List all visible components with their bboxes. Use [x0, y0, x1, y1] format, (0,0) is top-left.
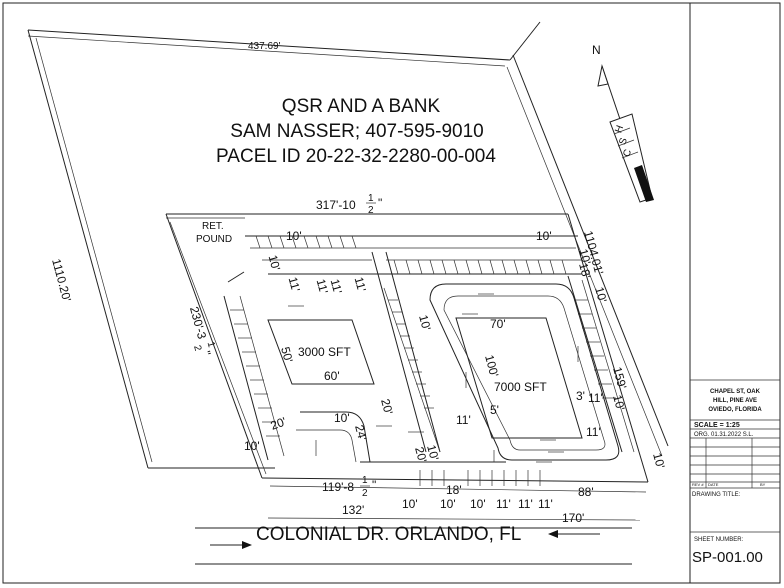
dim-10-right-b: 10' [592, 285, 610, 304]
dim-10-right-c: 10' [610, 393, 628, 412]
dim-10-drive: 10' [334, 411, 350, 425]
dim-bottom-88: 88' [578, 485, 594, 499]
dim-top-site-prefix: 317'-10 [316, 198, 356, 212]
scale-letter-c: C [621, 148, 634, 159]
ret-pond-label-1: RET. [202, 221, 224, 232]
dim-50: 50' [278, 345, 296, 364]
frac-quote: " [199, 349, 214, 357]
site-outline [165, 213, 649, 521]
dim-11-bottom-b: 11' [518, 497, 533, 511]
dim-20-left: 20' [269, 414, 288, 433]
frac-den: 2 [191, 344, 203, 353]
building-qsr-label: 3000 SFT [298, 345, 351, 359]
dim-100: 100' [482, 353, 501, 378]
frac-quote: " [372, 478, 376, 492]
area-labels: RET. POUND 3000 SFT 7000 SFT [196, 221, 547, 394]
dim-10-right-d: 10' [650, 451, 668, 470]
dim-10-bottom-c: 10' [470, 497, 486, 511]
road-name: COLONIAL DR. ORLANDO, FL [256, 524, 521, 545]
title-block: CHAPEL ST, OAK HILL, PINE AVE OVIEDO, FL… [689, 3, 780, 583]
frac-den: 2 [368, 205, 374, 216]
dim-11-bottom-a: 11' [496, 497, 511, 511]
rev-header-date: DATE [708, 482, 719, 487]
scale-letter-s: S [617, 136, 630, 146]
scale-letter-h: H [613, 124, 626, 135]
parcel-id: PACEL ID 20-22-32-2280-00-004 [216, 146, 496, 167]
dim-10-left-b: 10' [244, 439, 260, 453]
scale-label: SCALE = 1:25 [694, 422, 740, 429]
building-qsr [267, 319, 375, 385]
origin-date: ORG. 01.31.2022 S.L. [694, 432, 754, 438]
property-boundary [27, 21, 669, 469]
rev-header-rev: REV # [692, 482, 704, 487]
project-header: QSR AND A BANK SAM NASSER; 407-595-9010 … [216, 96, 496, 167]
rev-header-by: BY [760, 482, 766, 487]
dim-left-property: 1110.20' [49, 257, 74, 303]
building-bank [455, 317, 583, 439]
dim-10-median: 10' [416, 313, 434, 332]
dim-11-bank: 11' [456, 413, 471, 427]
project-title: QSR AND A BANK [282, 96, 441, 117]
dim-20-drive: 20' [378, 397, 396, 416]
frac-num: 1 [205, 340, 217, 349]
location-line-1: CHAPEL ST, OAK [710, 389, 761, 395]
dim-11-mid-c: 11' [352, 275, 369, 293]
parking-layout [223, 235, 635, 486]
dim-11-left-aisle: 11' [286, 275, 303, 293]
dim-bottom-170: 170' [562, 511, 584, 525]
north-letter: N [592, 43, 601, 57]
drawing-title-label: DRAWING TITLE: [692, 492, 741, 498]
dim-top-property: 437.69' [248, 41, 281, 52]
building-bank-label: 7000 SFT [494, 380, 547, 394]
dim-10-top-left: 10' [286, 229, 302, 243]
dim-10-bottom-b: 10' [440, 497, 456, 511]
dim-left-site-prefix: 230'-3 [187, 305, 209, 341]
dim-70: 70' [490, 317, 506, 331]
location-line-2: HILL, PINE AVE [713, 398, 757, 404]
dim-left-site: 230'-3 1 2 " [187, 305, 217, 357]
dim-11-right-b: 11' [586, 425, 601, 439]
dim-159: 159' [610, 365, 629, 390]
frac-num: 1 [362, 475, 368, 486]
sheet-number-label: SHEET NUMBER: [694, 537, 744, 543]
dim-24: 24' [352, 423, 370, 442]
dim-bottom-132: 132' [342, 503, 364, 517]
dim-11-mid-b: 11' [328, 277, 345, 295]
dim-bottom-left-prefix: 119'-8 [322, 480, 354, 494]
dim-11-mid-a: 11' [314, 277, 331, 295]
dim-10-top-right: 10' [536, 229, 552, 243]
dim-top-site: 317'-10 1 2 " [316, 193, 382, 216]
dim-3: 3' [576, 389, 585, 403]
dim-10-right-a: 10' [576, 247, 594, 266]
circulation-arrows [288, 293, 579, 463]
dim-18-right: 18' [576, 261, 594, 280]
dim-20-bottom: 20' [412, 445, 430, 464]
frac-quote: " [378, 196, 382, 210]
location-line-3: OVIEDO, FLORIDA [708, 407, 762, 413]
dim-60: 60' [324, 369, 340, 383]
road [195, 527, 632, 565]
dim-18-bottom: 18' [446, 483, 462, 497]
ret-pond-label-2: POUND [196, 234, 232, 245]
arrowhead-icon [548, 530, 558, 538]
north-arrow: N H S C [592, 43, 654, 203]
dim-5: 5' [490, 403, 499, 417]
dim-10-bottom-a: 10' [402, 497, 418, 511]
dim-10-left-aisle: 10' [266, 253, 284, 272]
arrowhead-icon [242, 541, 252, 549]
dim-11-right-a: 11' [588, 391, 603, 405]
sheet-number: SP-001.00 [692, 549, 763, 566]
dim-10-bottom-v: 10' [424, 443, 442, 462]
dimension-labels: 437.69' 1110.20' 1104.01' 317'-10 1 2 " … [49, 41, 668, 525]
dim-11-bottom-c: 11' [538, 497, 553, 511]
dim-bottom-left: 119'-8 1 2 " [322, 475, 376, 499]
owner-contact: SAM NASSER; 407-595-9010 [230, 121, 483, 142]
frac-num: 1 [368, 193, 374, 204]
frac-den: 2 [362, 488, 368, 499]
